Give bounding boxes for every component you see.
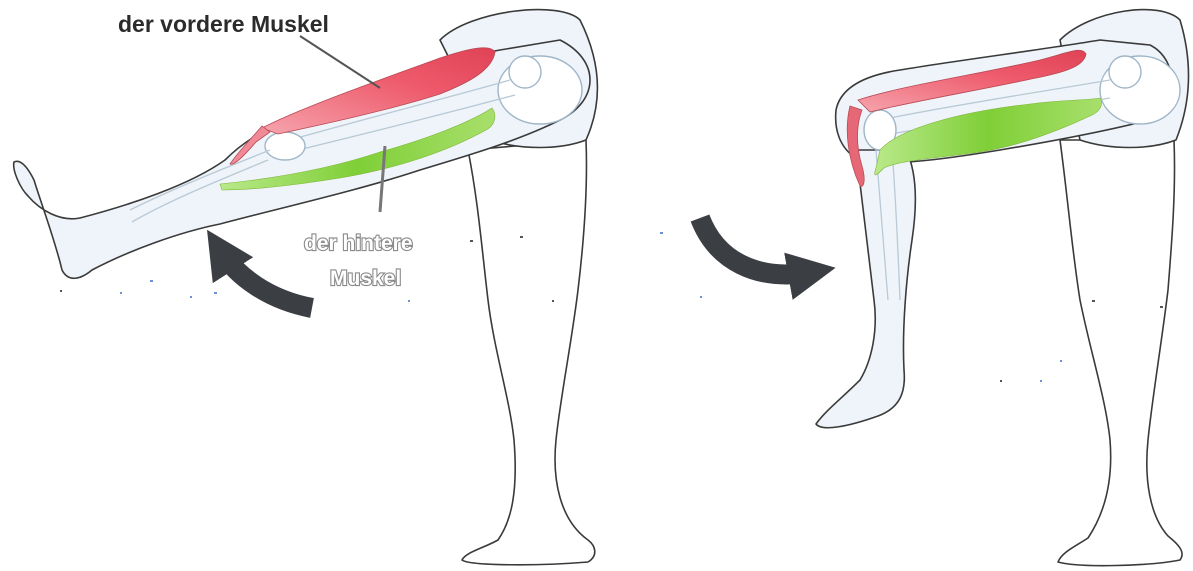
hip-joint-left (509, 56, 541, 88)
bent-lower-leg (816, 150, 915, 428)
back-muscle-label-line2: Muskel (330, 267, 401, 290)
curved-arrow-counterclockwise (220, 250, 312, 308)
back-muscle-label-line1: der hintere (304, 232, 413, 255)
standing-leg-right (1058, 140, 1182, 566)
front-muscle-leader-line (300, 36, 380, 88)
front-muscle-label: der vordere Muskel (118, 11, 329, 37)
curved-arrow-clockwise (700, 218, 812, 274)
right-panel (660, 10, 1189, 566)
hip-joint-right (1109, 56, 1141, 88)
left-panel: der vordere Muskel der hintere Muskel (14, 10, 598, 565)
standing-leg-left (462, 140, 595, 565)
knee-bone-left (265, 132, 305, 160)
